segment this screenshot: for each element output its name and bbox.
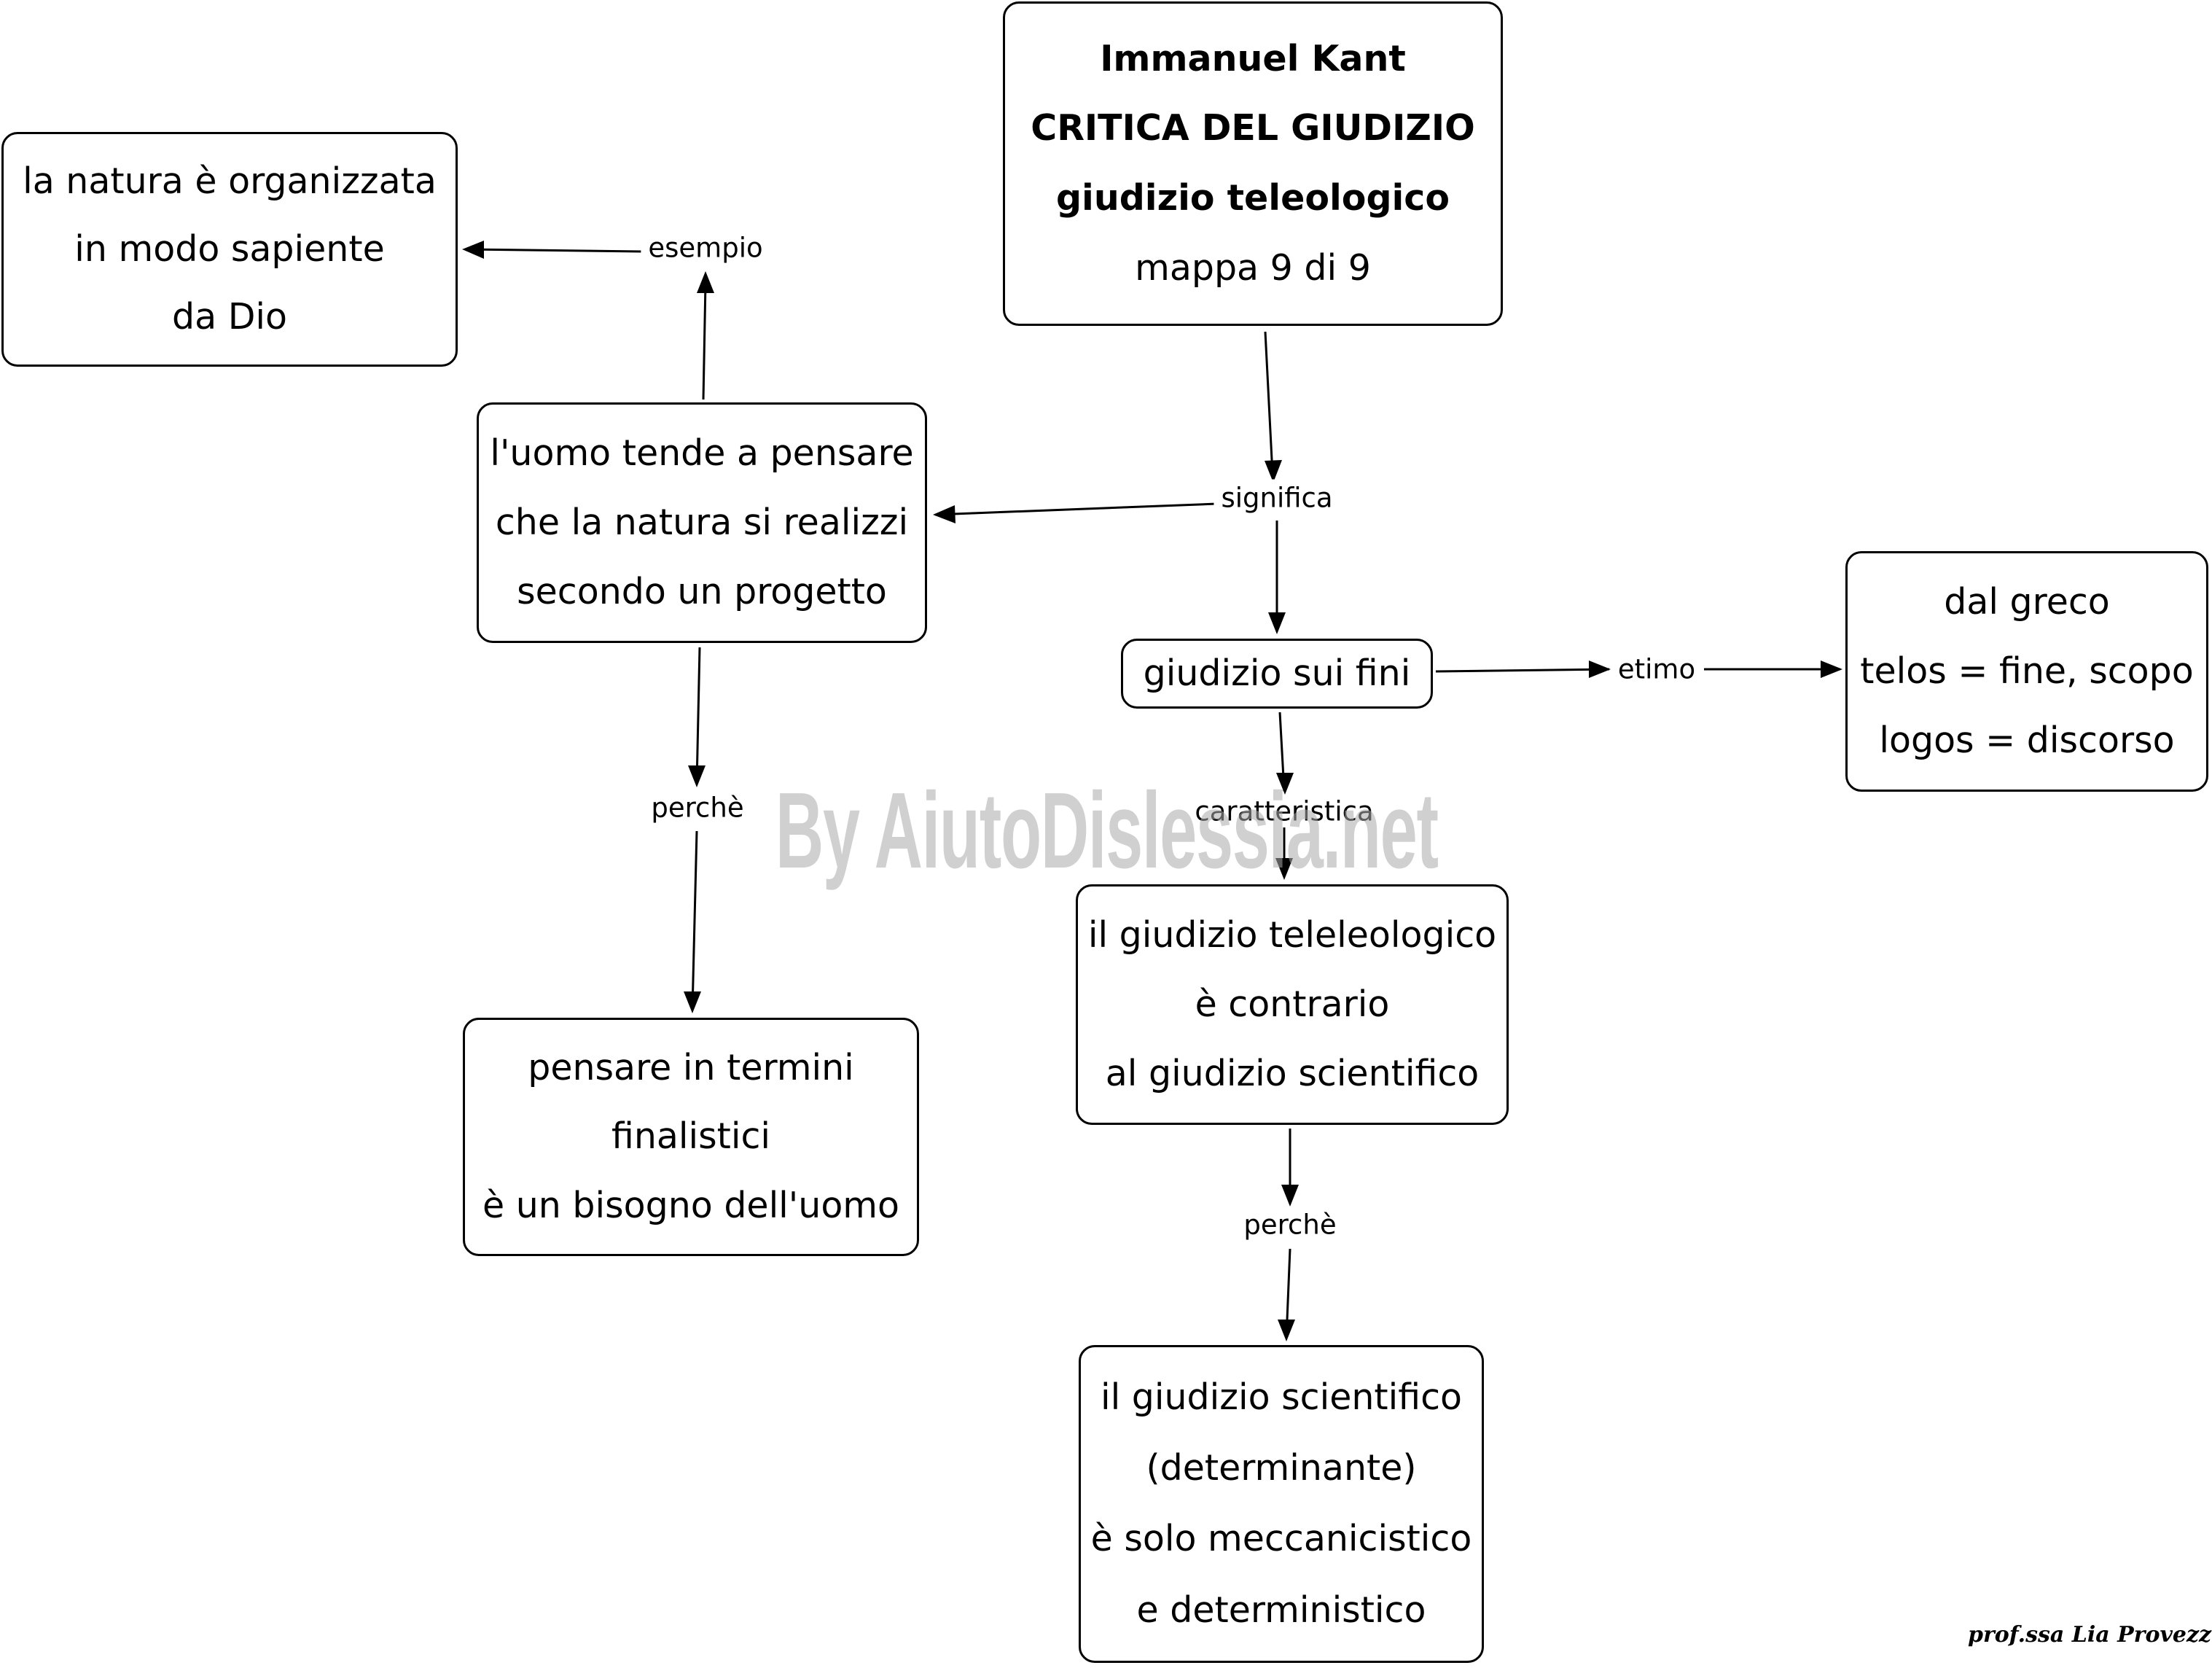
arrowhead (1821, 660, 1842, 678)
arrowhead (1265, 460, 1282, 483)
author-signature: prof.ssa Lia Provezza (1968, 1622, 2212, 1648)
title-topic: giudizio teleologico (1055, 177, 1450, 219)
uomo-node: l'uomo tende a pensare che la natura si … (477, 402, 927, 643)
fini-node: giudizio sui fini (1121, 639, 1433, 709)
link-label-perche-left: perchè (644, 789, 751, 827)
arrowhead (1268, 612, 1286, 634)
edge-esempio-to-natura (466, 248, 642, 253)
title-node: Immanuel Kant CRITICA DEL GIUDIZIO giudi… (1003, 1, 1503, 326)
arrowhead (1281, 1185, 1299, 1207)
contrario-line-1: il giudizio teleleologico (1087, 913, 1497, 956)
scientifico-line-1: il giudizio scientifico (1100, 1376, 1463, 1418)
link-label-perche-right: perchè (1236, 1206, 1344, 1244)
arrowhead (1589, 660, 1611, 678)
scientifico-line-3: è solo meccanicistico (1090, 1518, 1472, 1560)
contrario-node: il giudizio teleleologico è contrario al… (1076, 884, 1509, 1125)
finalistici-node: pensare in termini finalistici è un biso… (463, 1018, 919, 1256)
edge-perche-to-finalistici (691, 830, 698, 1010)
natura-node: la natura è organizzata in modo sapiente… (1, 132, 458, 367)
title-work: CRITICA DEL GIUDIZIO (1031, 107, 1475, 149)
edge-significa-to-uomo (934, 502, 1218, 516)
edge-uomo-to-esempio (702, 282, 707, 400)
link-label-etimo: etimo (1610, 650, 1703, 688)
arrowhead (697, 271, 714, 293)
finalistici-line-3: è un bisogno dell'uomo (482, 1184, 900, 1226)
edge-title-to-significa (1264, 331, 1274, 475)
title-map-number: mappa 9 di 9 (1135, 247, 1371, 289)
greco-node: dal greco telos = fine, scopo logos = di… (1845, 551, 2208, 792)
natura-line-3: da Dio (171, 295, 288, 338)
scientifico-node: il giudizio scientifico (determinante) è… (1079, 1345, 1484, 1663)
edge-uomo-to-perche (695, 647, 701, 784)
arrowhead (1278, 1320, 1295, 1341)
finalistici-line-2: finalistici (611, 1115, 771, 1158)
greco-line-2: telos = fine, scopo (1860, 650, 2194, 692)
scientifico-line-2: (determinante) (1146, 1447, 1417, 1489)
arrowhead (688, 765, 706, 787)
uomo-line-1: l'uomo tende a pensare (490, 432, 914, 474)
greco-line-1: dal greco (1944, 580, 2110, 623)
link-label-caratteristica: caratteristica (1195, 795, 1374, 827)
arrowhead (1275, 858, 1293, 880)
arrowhead (1276, 773, 1294, 795)
link-label-significa: significa (1214, 479, 1340, 517)
contrario-line-3: al giudizio scientifico (1105, 1052, 1480, 1094)
watermark: By AiutoDislessia.net (775, 771, 1439, 891)
link-label-esempio: esempio (641, 229, 770, 267)
edge-fini-to-etimo (1435, 668, 1610, 673)
scientifico-line-4: e deterministico (1136, 1589, 1426, 1631)
greco-line-3: logos = discorso (1879, 719, 2175, 761)
fini-line-1: giudizio sui fini (1143, 652, 1411, 694)
arrowhead (684, 991, 701, 1013)
arrowhead (462, 241, 484, 259)
finalistici-line-1: pensare in termini (528, 1046, 854, 1088)
title-author: Immanuel Kant (1100, 37, 1406, 79)
natura-line-2: in modo sapiente (74, 227, 385, 270)
contrario-line-2: è contrario (1195, 983, 1390, 1025)
arrowhead (933, 505, 955, 523)
uomo-line-2: che la natura si realizzi (495, 501, 909, 543)
natura-line-1: la natura è organizzata (23, 160, 437, 202)
uomo-line-3: secondo un progetto (517, 570, 887, 612)
